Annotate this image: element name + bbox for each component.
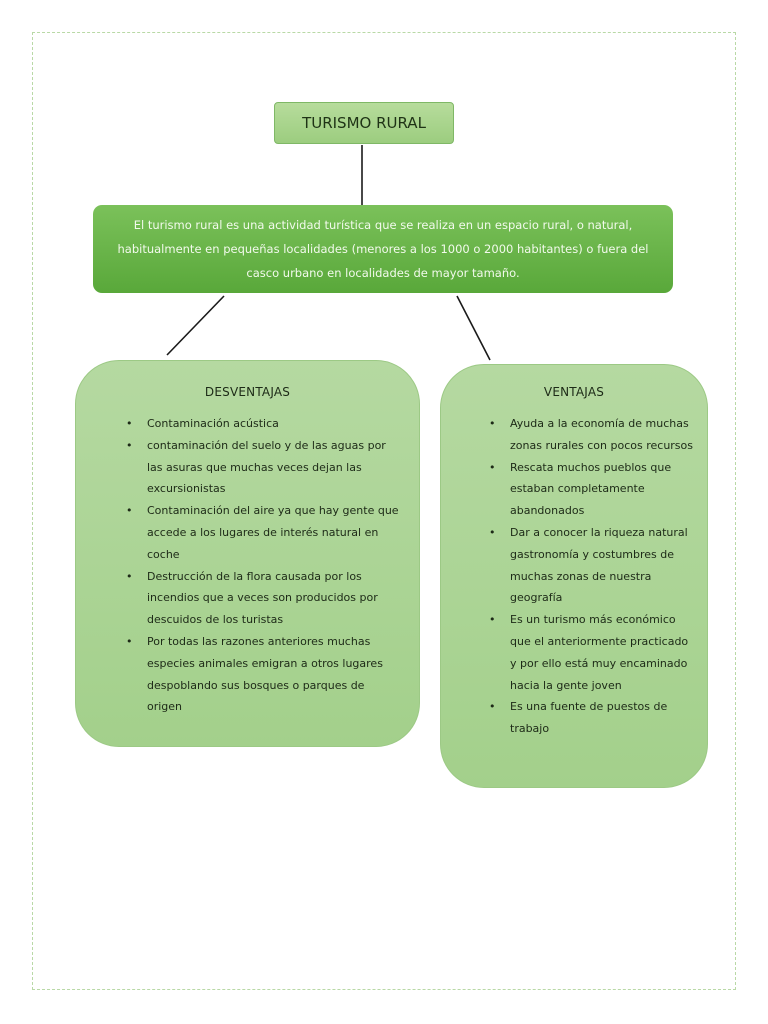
disadvantages-panel: DESVENTAJAS Contaminación acústica conta… — [75, 360, 420, 747]
list-item: Es un turismo más económico que el anter… — [489, 609, 695, 696]
advantages-panel: VENTAJAS Ayuda a la economía de muchas z… — [440, 364, 708, 788]
definition-text: El turismo rural es una actividad turíst… — [117, 218, 649, 280]
connector-definition-disadvantages — [166, 295, 225, 356]
title-box: TURISMO RURAL — [274, 102, 454, 144]
disadvantages-heading: DESVENTAJAS — [204, 385, 291, 399]
list-item: contaminación del suelo y de las aguas p… — [126, 435, 399, 500]
list-item: Destrucción de la flora causada por los … — [126, 566, 399, 631]
page-frame — [32, 32, 736, 990]
list-item: Dar a conocer la riqueza natural gastron… — [489, 522, 695, 609]
diagram-title: TURISMO RURAL — [302, 114, 426, 132]
list-item: Es una fuente de puestos de trabajo — [489, 696, 695, 740]
list-item: Contaminación del aire ya que hay gente … — [126, 500, 399, 565]
list-item: Rescata muchos pueblos que estaban compl… — [489, 457, 695, 522]
list-item: Contaminación acústica — [126, 413, 399, 435]
connector-definition-advantages — [456, 295, 491, 361]
list-item: Ayuda a la economía de muchas zonas rura… — [489, 413, 695, 457]
advantages-list: Ayuda a la economía de muchas zonas rura… — [489, 413, 695, 740]
definition-box: El turismo rural es una actividad turíst… — [93, 205, 673, 293]
list-item: Por todas las razones anteriores muchas … — [126, 631, 399, 718]
advantages-heading: VENTAJAS — [543, 385, 605, 399]
disadvantages-list: Contaminación acústica contaminación del… — [126, 413, 399, 718]
